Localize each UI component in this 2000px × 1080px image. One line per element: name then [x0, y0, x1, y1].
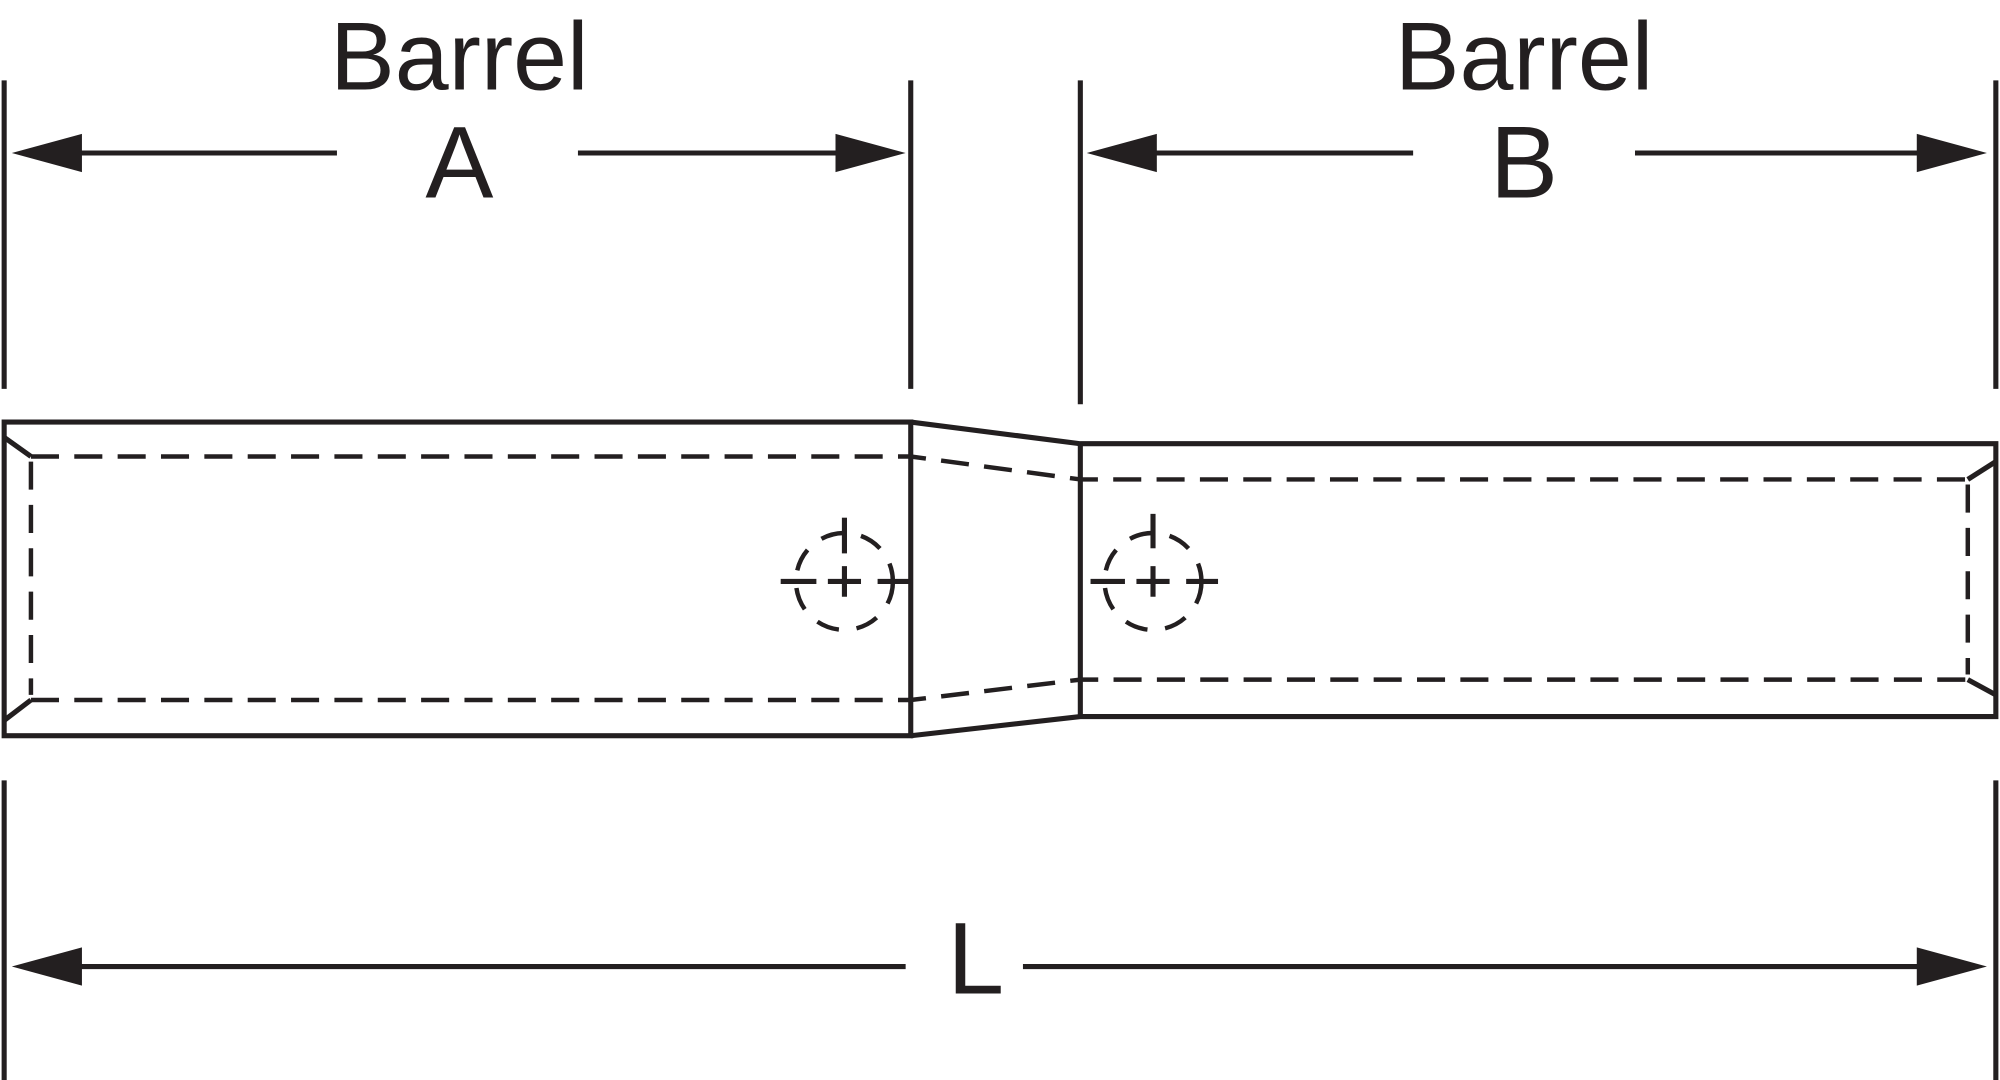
barrel-a-dimension: Barrel A [11, 1, 906, 220]
arrow-left-icon [1086, 133, 1157, 173]
overall-length-letter: L [947, 901, 1004, 1015]
arrow-left-icon [11, 947, 82, 986]
arrow-right-icon [835, 133, 906, 173]
barrel-a-title: Barrel [330, 1, 588, 110]
arrow-left-icon [11, 133, 82, 173]
barrel-b-letter: B [1490, 106, 1558, 220]
arrow-right-icon [1916, 133, 1987, 173]
barrel-a-letter: A [425, 106, 493, 220]
inspection-hole-a [780, 517, 911, 633]
extension-lines [1, 80, 1999, 1080]
barrel-b-dimension: Barrel B [1086, 1, 1987, 220]
overall-length-dimension: L [11, 901, 1987, 1015]
arrow-right-icon [1916, 947, 1987, 986]
inspection-hole-b [1090, 513, 1219, 633]
barrel-b-title: Barrel [1395, 1, 1653, 110]
splice-body [1, 419, 1999, 739]
